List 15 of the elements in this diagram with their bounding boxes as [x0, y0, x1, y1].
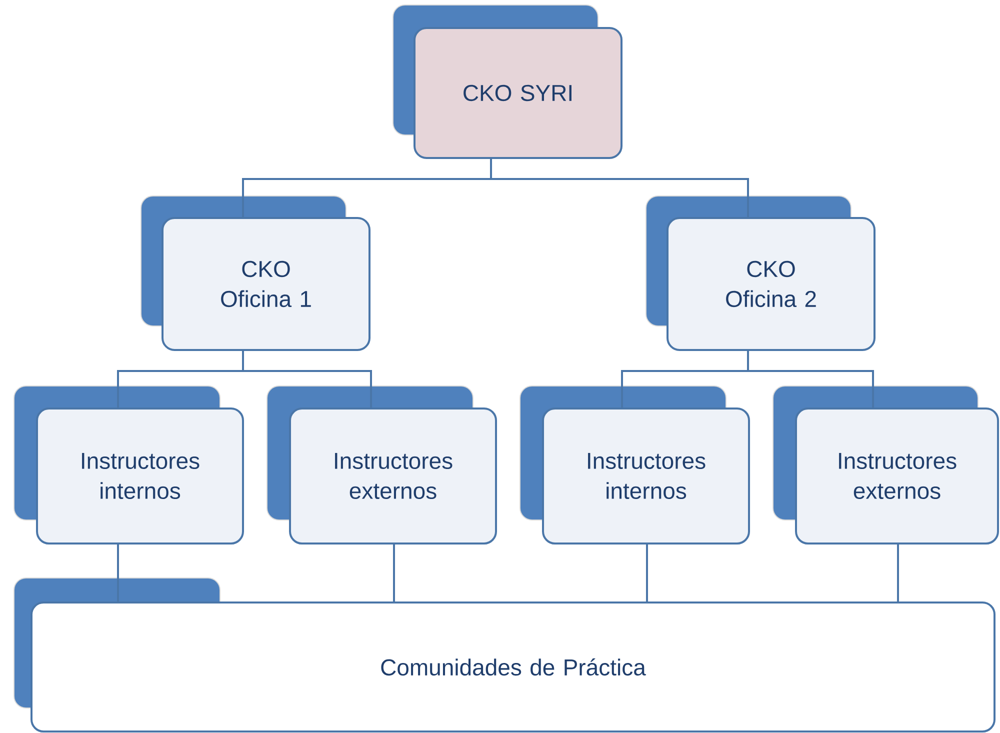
org-box: Instructores internos — [14, 386, 244, 544]
org-box: Instructores internos — [520, 386, 750, 544]
org-box: CKO SYRI — [392, 4, 622, 159]
org-box: Instructores externos — [266, 386, 497, 544]
org-box: CKO Oficina 1 — [140, 196, 370, 351]
connector-line — [117, 544, 119, 602]
node-label: Comunidades de Práctica — [381, 658, 646, 676]
connector-line — [393, 544, 395, 602]
org-box: Instructores externos — [772, 386, 1000, 544]
org-box: Comunidades de Práctica — [14, 578, 996, 732]
org-box: CKO Oficina 2 — [646, 196, 876, 351]
connector-line — [490, 159, 749, 217]
connector-line — [897, 544, 900, 602]
connector-line — [242, 351, 372, 408]
connector-line — [646, 544, 648, 602]
